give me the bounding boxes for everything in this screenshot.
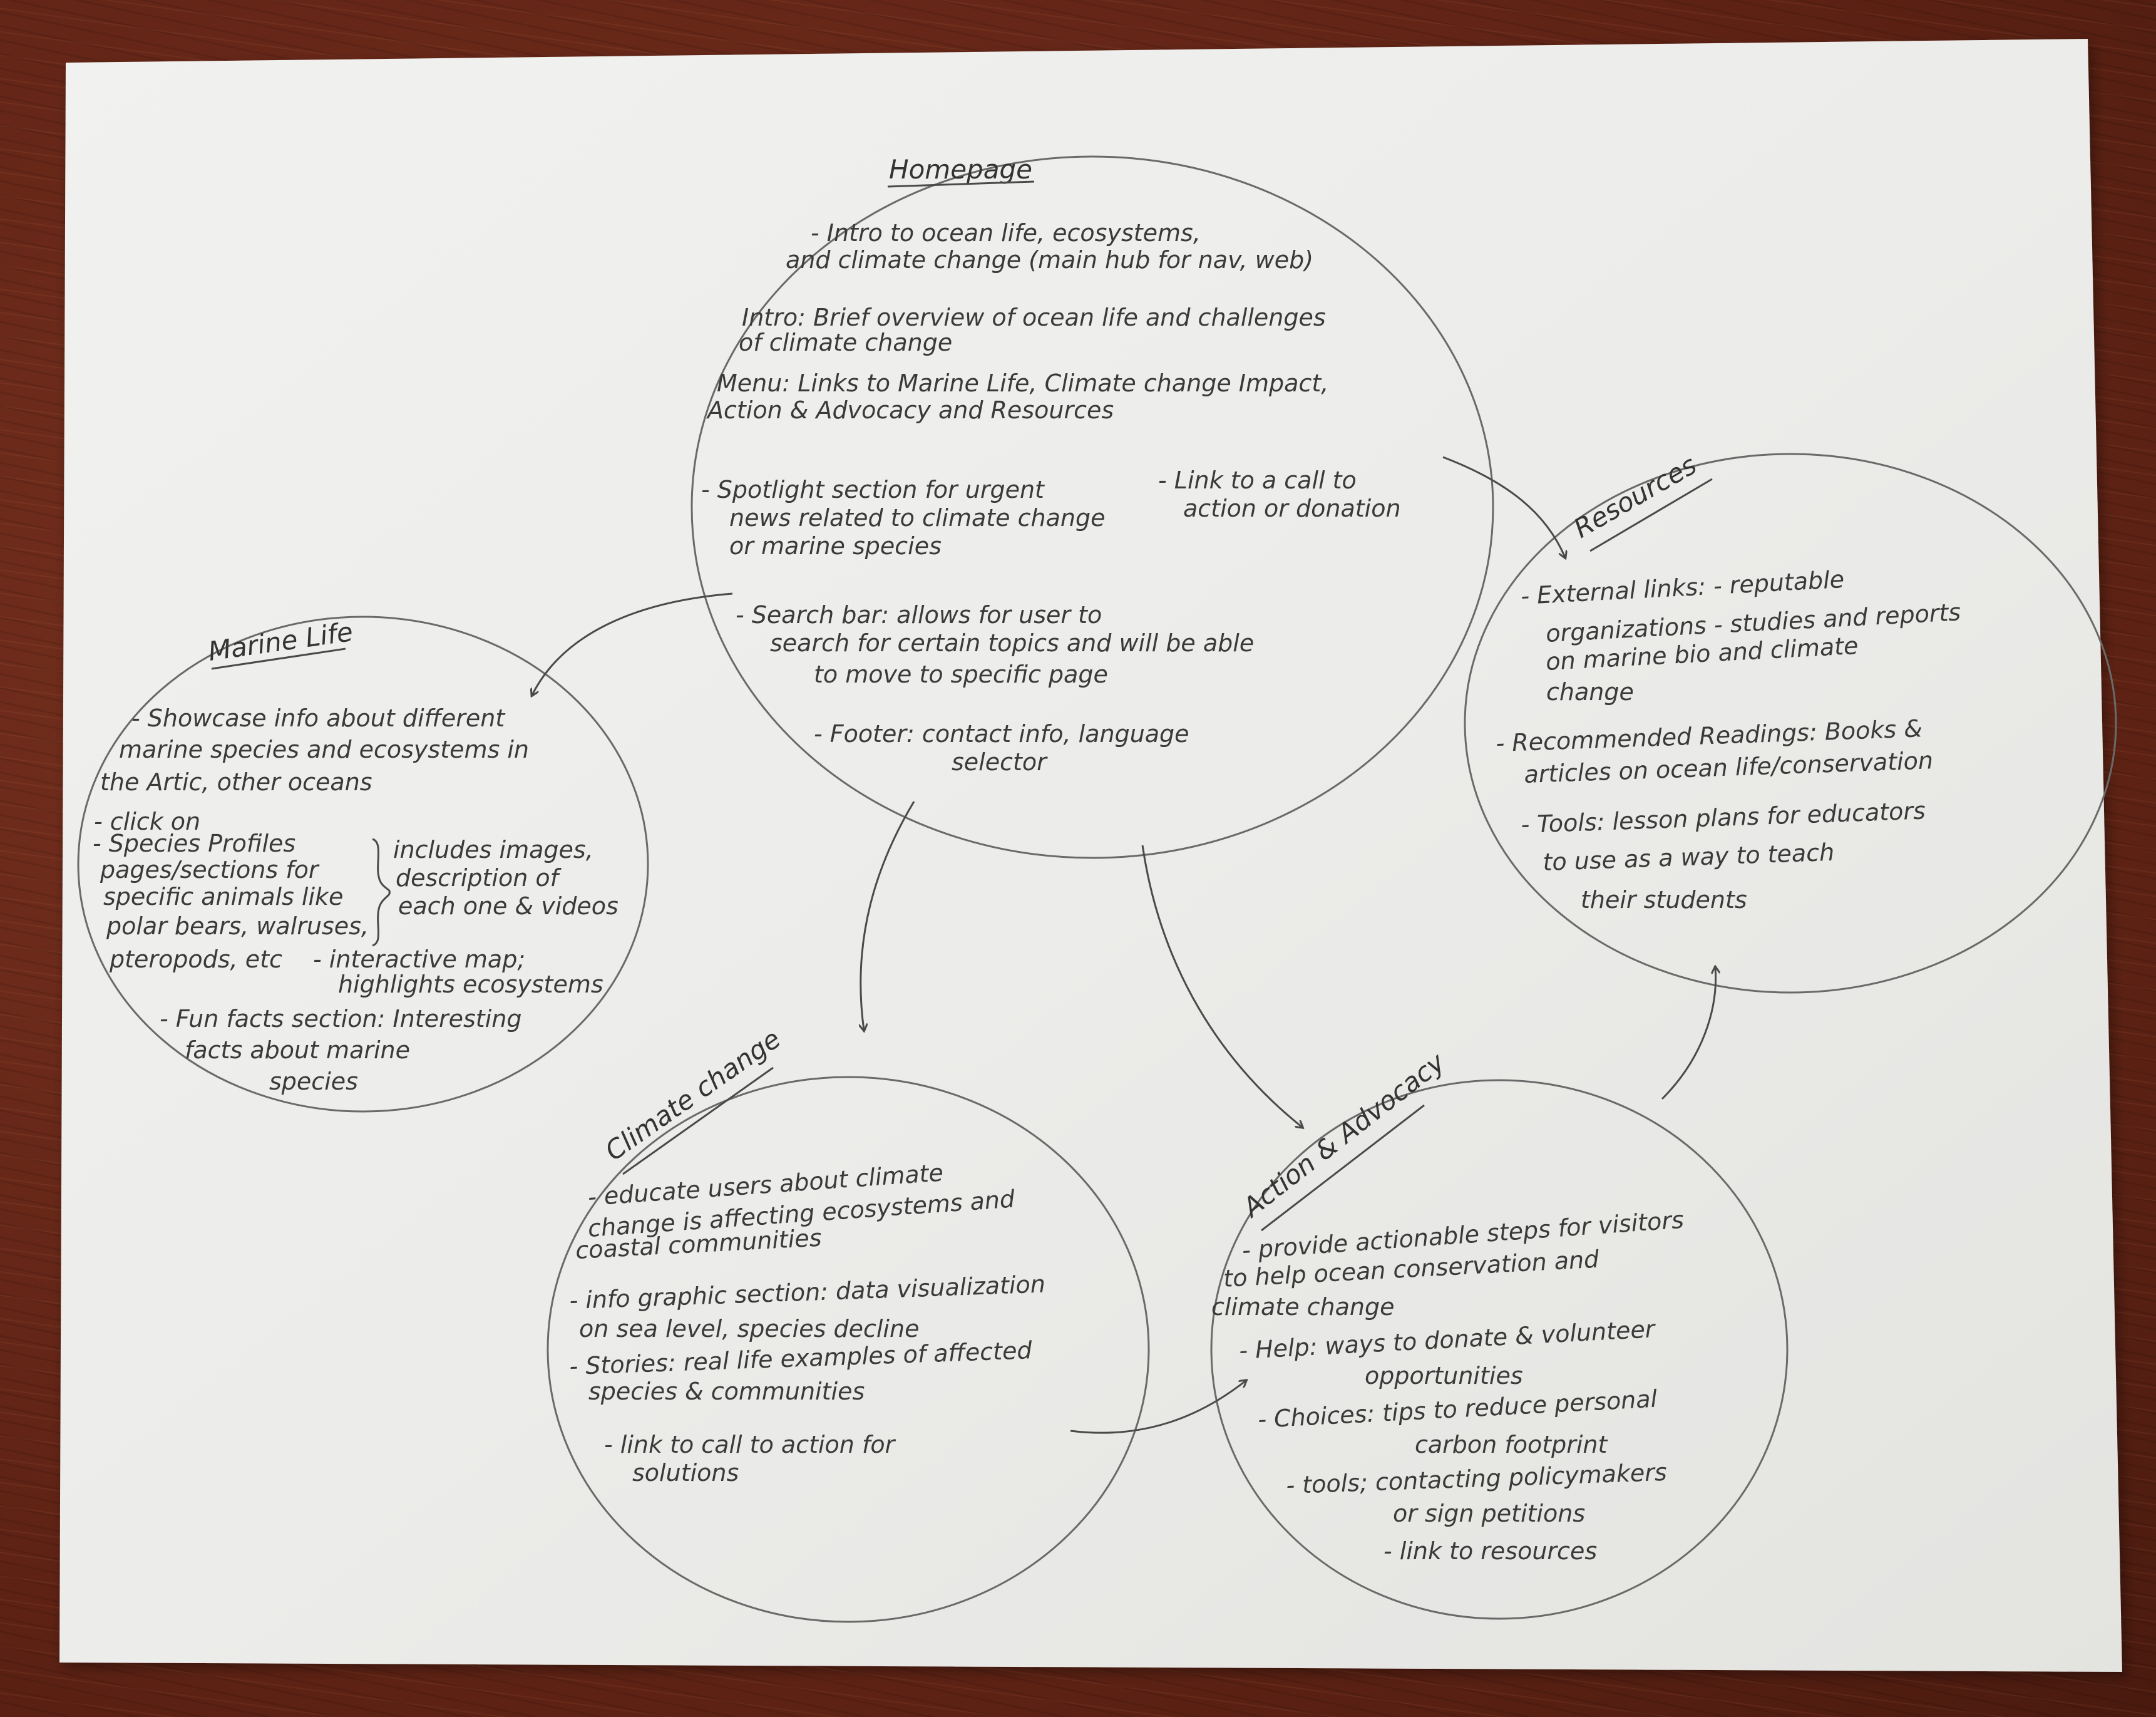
note-line: solutions <box>632 1459 739 1487</box>
note-line: - link to resources <box>1383 1537 1597 1565</box>
arrow-home-to-resources <box>1442 456 1565 557</box>
resources-circle <box>1464 453 2117 994</box>
note-line: - Fun facts section: Interesting <box>160 1005 521 1033</box>
note-line: - Link to a call to <box>1158 467 1357 494</box>
homepage-circle <box>690 155 1494 859</box>
action-advocacy-title-underline <box>1261 1104 1425 1232</box>
resources-title-underline <box>1589 478 1713 552</box>
arrow-home-to-action <box>1141 845 1302 1127</box>
note-line: - click on <box>94 808 200 835</box>
note-line: action or donation <box>1183 495 1401 522</box>
note-line: - Search bar: allows for user to <box>736 601 1102 629</box>
note-line: each one & videos <box>398 892 619 920</box>
marine-life-notes: - Showcase info about different marine s… <box>93 704 619 1095</box>
note-line: on sea level, species decline <box>579 1315 919 1343</box>
homepage-title-underline <box>887 180 1035 188</box>
note-line: carbon footprint <box>1415 1431 1608 1458</box>
note-line: selector <box>952 748 1048 776</box>
note-line: opportunities <box>1365 1362 1523 1390</box>
note-line: pages/sections for <box>100 856 320 884</box>
note-line: highlights ecosystems <box>338 971 603 998</box>
note-line: and climate change (main hub for nav, we… <box>786 246 1313 274</box>
note-line: - Spotlight section for urgent <box>701 476 1045 503</box>
note-line: or sign petitions <box>1393 1500 1585 1527</box>
note-line: Menu: Links to Marine Life, Climate chan… <box>717 369 1328 397</box>
arrow-home-to-climate <box>861 801 915 1030</box>
note-line: polar bears, walruses, <box>106 912 369 940</box>
note-line: search for certain topics and will be ab… <box>770 629 1254 657</box>
marine-life-circle <box>77 616 649 1113</box>
note-line: - interactive map; <box>313 946 525 973</box>
note-line: their students <box>1581 886 1747 914</box>
note-line: change <box>1546 678 1634 706</box>
note-line: the Artic, other oceans <box>100 768 372 796</box>
note-line: news related to climate change <box>729 504 1106 532</box>
note-line: Action & Advocacy and Resources <box>706 396 1114 424</box>
curly-brace <box>372 838 391 947</box>
note-line: marine species and ecosystems in <box>119 736 529 763</box>
note-line: facts about marine <box>185 1036 410 1064</box>
arrow-home-to-marine <box>532 592 733 695</box>
note-line: - Showcase info about different <box>131 704 506 732</box>
note-line: description of <box>396 864 562 892</box>
note-line: climate change <box>1211 1293 1395 1321</box>
climate-change-title-underline <box>622 1066 774 1175</box>
marine-life-section: Marine Life - Showcase info about differ… <box>93 616 619 1095</box>
action-advocacy-circle <box>1210 1079 1789 1620</box>
note-line: Intro: Brief overview of ocean life and … <box>742 304 1326 331</box>
homepage-notes: - Intro to ocean life, ecosystems, and c… <box>701 219 1401 776</box>
climate-change-circle <box>547 1076 1150 1623</box>
note-line: species <box>269 1068 358 1095</box>
note-line: to move to specific page <box>814 661 1108 688</box>
arrow-action-to-resources <box>1661 967 1716 1100</box>
note-line: - link to call to action for <box>604 1431 896 1458</box>
note-line: specific animals like <box>103 883 343 910</box>
note-line: pteropods, etc <box>109 946 282 973</box>
note-line: - Species Profiles <box>93 830 295 857</box>
note-line: includes images, <box>393 836 593 864</box>
note-line: or marine species <box>729 532 942 560</box>
note-line: - Footer: contact info, language <box>814 720 1189 748</box>
arrow-climate-to-action <box>1070 1381 1246 1434</box>
marine-life-title-underline <box>211 647 346 670</box>
paper-sheet <box>59 39 2122 1672</box>
note-line: species & communities <box>588 1378 865 1405</box>
homepage-title: Homepage <box>889 154 1032 185</box>
note-line: of climate change <box>739 329 952 356</box>
note-line: - Intro to ocean life, ecosystems, <box>811 219 1201 247</box>
homepage-section: Homepage - Intro to ocean life, ecosyste… <box>701 154 1401 776</box>
